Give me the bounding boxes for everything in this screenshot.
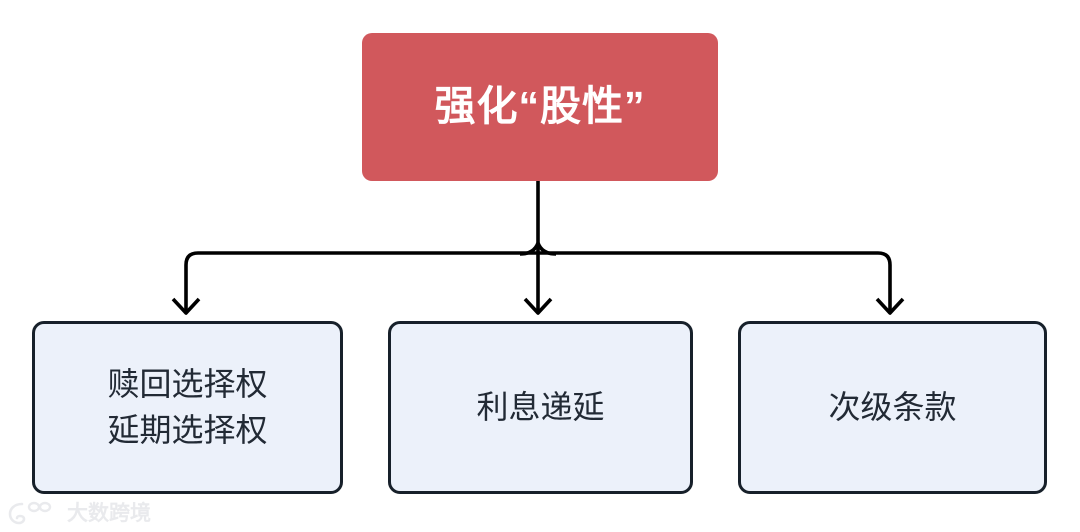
root-node: 强化“股性” — [362, 33, 718, 181]
child-node-redemption-option: 赎回选择权 延期选择权 — [32, 321, 343, 494]
child-node-label: 赎回选择权 延期选择权 — [107, 366, 268, 448]
child-node-label: 利息递延 — [476, 388, 605, 425]
root-node-label: 强化“股性” — [434, 83, 646, 130]
junction-fillet-right — [536, 242, 557, 256]
child-node-interest-deferral: 利息递延 — [388, 321, 693, 494]
child-node-label: 次级条款 — [828, 388, 957, 425]
arrowhead-left — [171, 297, 201, 315]
child-node-subordination-clause: 次级条款 — [738, 321, 1047, 494]
arrowhead-right — [875, 297, 905, 315]
connector-branch-right — [538, 251, 892, 312]
connector-branch-left — [184, 251, 538, 312]
arrowhead-center — [523, 297, 553, 315]
